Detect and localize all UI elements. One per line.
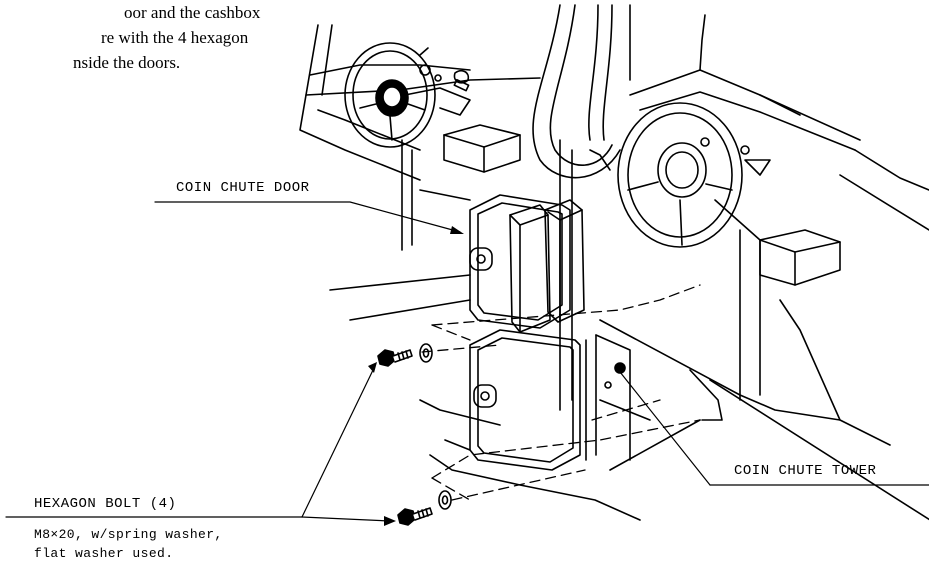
instruction-line: oor and the cashbox: [124, 3, 261, 22]
hexagon-bolt-icon: [397, 507, 433, 526]
leader-lines: [5, 201, 929, 522]
side-block-right: [759, 229, 841, 286]
cabinet-base: [329, 274, 701, 521]
center-tower: [532, 4, 631, 179]
coin-chute-tower-label: COIN CHUTE TOWER: [734, 463, 877, 479]
hexagon-bolt-icon: [377, 349, 413, 367]
mounting-guide-lines: [421, 284, 701, 501]
coin-mechanism: [509, 199, 585, 333]
coin-chute-tower-frame: [585, 334, 651, 461]
cashbox-door-lower: [469, 329, 581, 471]
side-block-left: [443, 124, 521, 173]
cabinet-body-outline: [299, 14, 929, 521]
coin-chute-door-upper: [469, 194, 571, 329]
washer-icon: [438, 490, 452, 510]
bolt-spec-line: flat washer used.: [34, 546, 174, 561]
steering-wheel-icon: [344, 42, 436, 148]
arrow-icon: [368, 226, 464, 526]
washer-icon: [419, 343, 433, 363]
bolt-spec-line: M8×20, w/spring washer,: [34, 527, 223, 542]
instruction-text: oor and the cashbox re with the 4 hexago…: [0, 0, 261, 75]
instruction-line: nside the doors.: [73, 53, 181, 72]
coin-chute-door-label: COIN CHUTE DOOR: [176, 180, 310, 196]
instruction-line: re with the 4 hexagon: [101, 28, 249, 47]
dashboard-right: [740, 145, 771, 176]
steering-wheel-icon: [617, 102, 743, 248]
hexagon-bolt-label: HEXAGON BOLT (4): [34, 496, 177, 512]
